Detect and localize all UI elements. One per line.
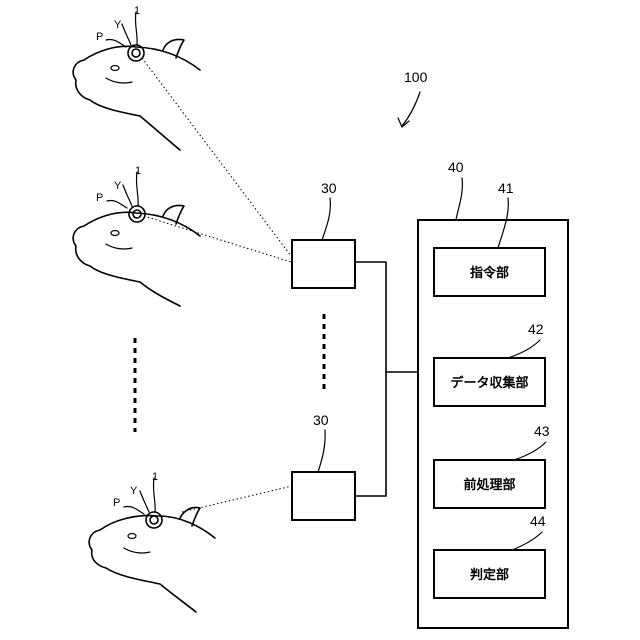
- pig-label-1: 1: [135, 165, 141, 177]
- pig-label-p: P: [96, 192, 103, 204]
- block-command-label: 指令部: [470, 265, 509, 281]
- pig-head-2: P Y 1: [73, 165, 200, 306]
- pig-label-y: Y: [114, 19, 122, 31]
- sensor-ref-upper: 30: [321, 180, 337, 196]
- sensor-ref-lower: 30: [313, 412, 329, 428]
- block-preprocessing-ref: 43: [534, 423, 550, 439]
- block-preprocessing-label: 前処理部: [463, 477, 515, 493]
- block-judgment-label: 判定部: [470, 567, 509, 583]
- processing-unit-ref: 40: [448, 159, 464, 175]
- system-ref: 100: [404, 69, 428, 85]
- signal-line-3: [182, 486, 292, 512]
- pig-label-p: P: [113, 497, 120, 509]
- pig-head-1: P Y 1: [73, 5, 200, 150]
- pig-label-1: 1: [134, 5, 140, 17]
- sensor-box-lower: [292, 472, 355, 520]
- pig-label-p: P: [96, 31, 103, 43]
- pig-label-y: Y: [130, 485, 138, 497]
- pig-label-1: 1: [152, 471, 158, 483]
- block-data-collection-label: データ収集部: [450, 375, 528, 391]
- block-judgment-ref: 44: [530, 513, 546, 529]
- signal-line-1: [142, 58, 291, 256]
- sensor-box-upper: [292, 240, 355, 288]
- pig-label-y: Y: [114, 180, 122, 192]
- processing-unit-leader: [456, 178, 462, 220]
- block-data-collection-ref: 42: [528, 321, 544, 337]
- sensor-leader-upper: [322, 198, 330, 240]
- bus-connections: [355, 262, 418, 496]
- block-command-ref: 41: [498, 180, 514, 196]
- system-ref-arrow: [402, 92, 420, 126]
- sensor-leader-lower: [318, 430, 325, 472]
- signal-line-2: [144, 216, 291, 262]
- pig-head-3: P Y 1: [89, 471, 215, 612]
